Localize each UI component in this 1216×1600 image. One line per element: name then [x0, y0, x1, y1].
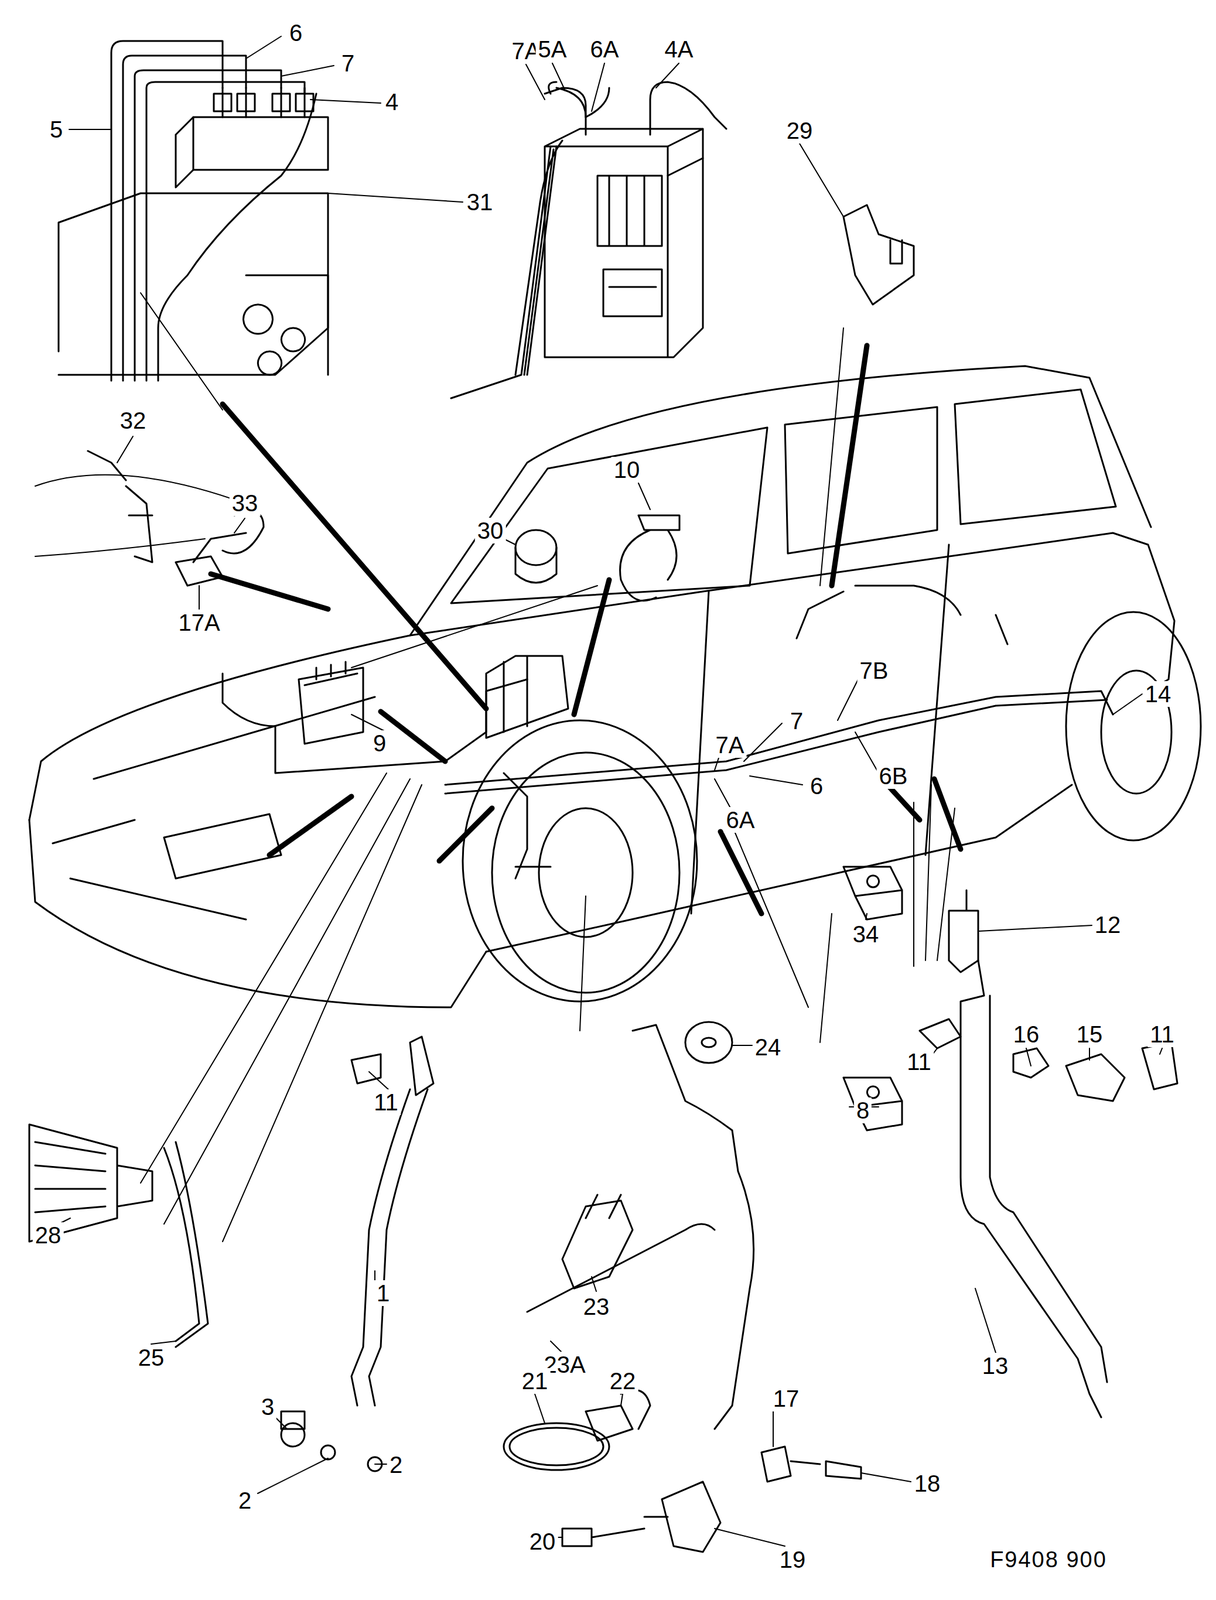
callout-number: 24	[752, 1034, 784, 1061]
reference-bands	[210, 345, 961, 914]
callout-number: 17A	[175, 609, 222, 636]
reference-lines	[35, 292, 955, 1242]
callout-number: 2	[236, 1487, 254, 1514]
callout-number: 11	[904, 1049, 934, 1075]
callout-number: 16	[1010, 1021, 1043, 1048]
callout-number: 31	[464, 189, 496, 215]
callout-number: 13	[979, 1353, 1011, 1379]
abs-unit-detail	[58, 41, 329, 381]
callout-number: 15	[1074, 1021, 1106, 1048]
callout-number: 6A	[723, 807, 758, 833]
callout-number: 11	[1147, 1021, 1177, 1048]
callout-number: 11	[371, 1089, 401, 1116]
car-outline	[29, 366, 1201, 1008]
callout-number: 17	[770, 1385, 802, 1412]
callout-number: 4	[383, 89, 401, 115]
callout-number: 3	[258, 1394, 277, 1420]
callout-number: 5A	[535, 36, 570, 63]
callout-number: 18	[912, 1470, 944, 1497]
callout-number: 1	[374, 1280, 392, 1307]
callout-number: 5	[47, 116, 66, 143]
callout-number: 14	[1142, 681, 1174, 707]
callout-number: 12	[1092, 912, 1124, 938]
callout-number: 21	[519, 1368, 551, 1395]
callout-number: 7	[787, 708, 806, 734]
leader-lines	[58, 36, 1163, 1547]
callout-number: 34	[850, 921, 882, 948]
callout-number: 6B	[876, 763, 911, 789]
callout-number: 29	[784, 117, 816, 144]
callout-number: 28	[32, 1222, 64, 1249]
callout-number: 2	[387, 1452, 405, 1478]
callout-number: 19	[777, 1546, 809, 1573]
callout-number: 7B	[857, 657, 891, 684]
callout-number: 23	[581, 1293, 613, 1320]
callout-number: 32	[117, 407, 149, 434]
abs-modulator	[451, 82, 727, 399]
callout-number: 6	[807, 773, 826, 799]
callout-number: 6	[287, 19, 305, 46]
callout-number: 9	[370, 730, 389, 757]
brake-pipes	[222, 585, 1113, 879]
callout-number: 6A	[588, 36, 622, 63]
callout-number: 20	[527, 1528, 559, 1555]
callout-number: 8	[854, 1097, 872, 1124]
parts	[29, 205, 1178, 1553]
callout-number: 22	[607, 1368, 639, 1395]
callout-number: 7	[339, 50, 357, 77]
callout-number: 10	[611, 456, 643, 483]
callout-number: 7A	[713, 732, 747, 758]
callout-number: 25	[135, 1344, 167, 1371]
callout-number: 30	[475, 517, 507, 544]
figure-code: F9408 900	[987, 1547, 1110, 1573]
callout-number: 33	[229, 490, 261, 517]
callout-number: 4A	[662, 36, 696, 63]
